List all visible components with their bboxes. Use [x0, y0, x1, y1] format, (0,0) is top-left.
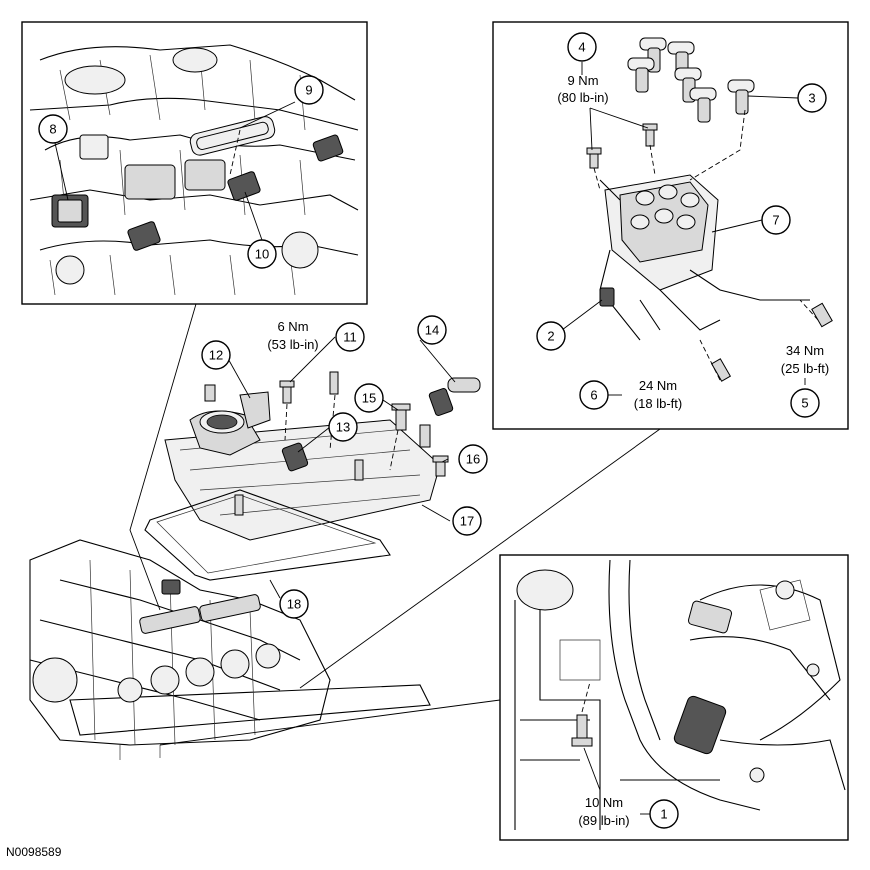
- torque-spec-item-1: 10 Nm (89 lb-in): [578, 795, 629, 828]
- callout-15-number: 15: [362, 391, 376, 406]
- item-10-connectors: [127, 134, 344, 251]
- callout-10-number: 10: [255, 247, 269, 262]
- torque-spec-1-imperial: (89 lb-in): [578, 813, 629, 828]
- item-15-tube: [391, 403, 411, 431]
- callout-17: 17: [452, 506, 482, 536]
- callout-16: 16: [458, 444, 488, 474]
- item-8-connector: [51, 194, 89, 228]
- callout-4-number: 4: [578, 40, 585, 55]
- engine-block-sketch: [29, 539, 431, 760]
- main-engine-view: [29, 303, 661, 760]
- callout-5: 5: [790, 388, 820, 418]
- callout-6: 6: [579, 380, 609, 410]
- callout-16-number: 16: [466, 452, 480, 467]
- connector-line-bottom-right: [159, 699, 501, 746]
- item-9-seal: [189, 116, 276, 156]
- callout-7: 7: [761, 205, 791, 235]
- torque-spec-6-imperial: (18 lb-ft): [634, 396, 682, 411]
- item-13-sensor: [281, 442, 309, 472]
- inset-bottom-right-sketch: [514, 559, 846, 830]
- callout-18-number: 18: [287, 597, 301, 612]
- callout-8-number: 8: [49, 122, 56, 137]
- callout-1: 1: [649, 799, 679, 829]
- callout-9: 9: [294, 75, 324, 105]
- torque-spec-item-5: 34 Nm (25 lb-ft): [781, 343, 829, 376]
- callout-2-number: 2: [547, 329, 554, 344]
- inset-top-left-engine-sketch: [29, 44, 359, 296]
- callout-4: 4: [567, 32, 597, 62]
- connector-line-top-right: [299, 428, 661, 689]
- callout-5-number: 5: [801, 396, 808, 411]
- torque-spec-11-imperial: (53 lb-in): [267, 337, 318, 352]
- callout-14-number: 14: [425, 323, 439, 338]
- callout-1-number: 1: [660, 807, 667, 822]
- connector-line-top-left: [129, 303, 197, 611]
- torque-spec-1-metric: 10 Nm: [585, 795, 623, 810]
- torque-spec-item-11: 6 Nm (53 lb-in): [267, 319, 318, 352]
- callout-11: 11: [335, 322, 365, 352]
- callout-7-number: 7: [772, 213, 779, 228]
- torque-spec-item-4: 9 Nm (80 lb-in): [557, 73, 608, 105]
- valve-cover-studs: [234, 371, 431, 516]
- item-18-gasket: [144, 489, 391, 581]
- callout-3-number: 3: [808, 91, 815, 106]
- callout-12: 12: [201, 340, 231, 370]
- item-2-connector: [599, 287, 615, 307]
- item-1-bolt: [571, 714, 593, 747]
- torque-spec-5-metric: 34 Nm: [786, 343, 824, 358]
- torque-spec-4-imperial: (80 lb-in): [557, 90, 608, 105]
- callout-3: 3: [797, 83, 827, 113]
- callout-12-number: 12: [209, 348, 223, 363]
- callout-10: 10: [247, 239, 277, 269]
- torque-spec-item-6: 24 Nm (18 lb-ft): [634, 378, 682, 411]
- item-11-bolt: [279, 380, 295, 404]
- callout-13-number: 13: [336, 420, 350, 435]
- callout-15: 15: [354, 383, 384, 413]
- inset-bottom-right: [499, 554, 849, 841]
- torque-spec-11-metric: 6 Nm: [277, 319, 308, 334]
- item-17-valve-cover: [164, 410, 441, 541]
- callout-18: 18: [279, 589, 309, 619]
- inset-top-left: [21, 21, 368, 305]
- torque-spec-4-metric: 9 Nm: [567, 73, 598, 88]
- callout-11-number: 11: [343, 330, 357, 345]
- callout-13: 13: [328, 412, 358, 442]
- callout-6-number: 6: [590, 388, 597, 403]
- callout-9-number: 9: [305, 83, 312, 98]
- item-14-pcv: [428, 377, 481, 417]
- figure-id-label: N0098589: [6, 845, 62, 859]
- callout-8: 8: [38, 114, 68, 144]
- callout-14: 14: [417, 315, 447, 345]
- callout-2: 2: [536, 321, 566, 351]
- item-4-bolts: [586, 123, 658, 169]
- callout-17-number: 17: [460, 514, 474, 529]
- torque-spec-5-imperial: (25 lb-ft): [781, 361, 829, 376]
- item-12-bracket: [204, 384, 271, 429]
- item-3-coil-plugs: [627, 37, 755, 123]
- torque-spec-6-metric: 24 Nm: [639, 378, 677, 393]
